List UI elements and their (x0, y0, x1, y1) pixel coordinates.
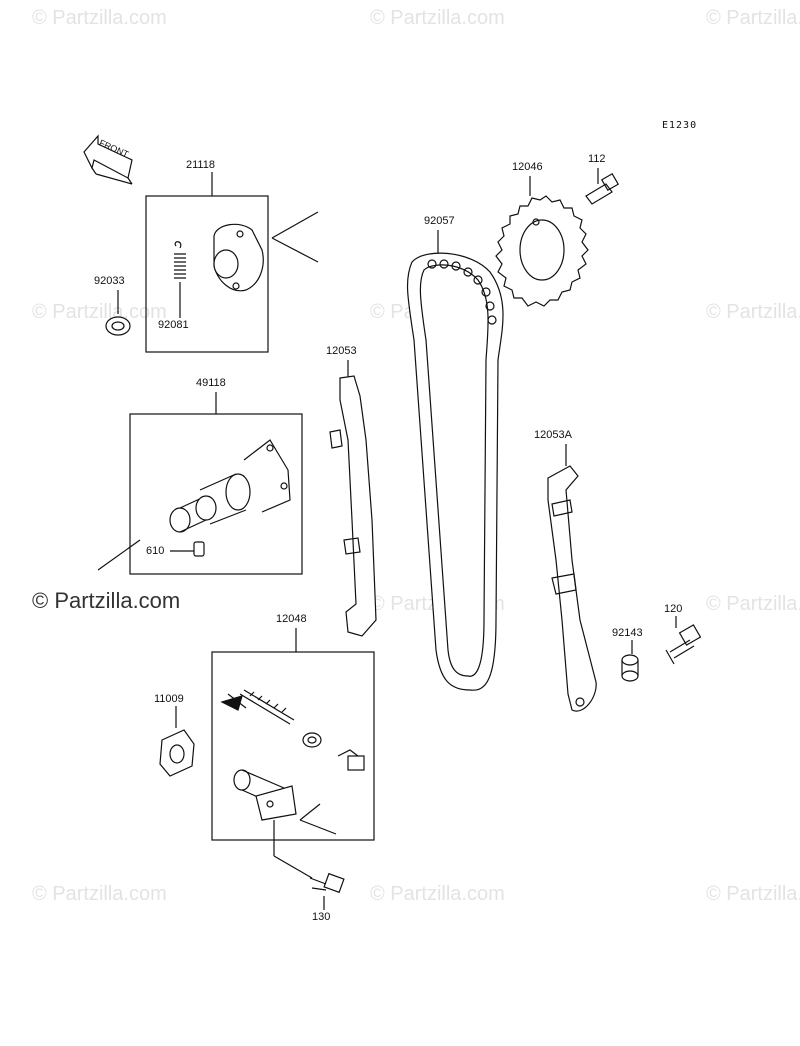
cap-bolt-icon (337, 749, 365, 771)
part-label[interactable]: 12048 (276, 613, 307, 625)
watermark: © Partzilla.com (706, 7, 800, 29)
spring-92081-icon (174, 241, 186, 294)
bolt-130-icon (309, 872, 345, 894)
part-label[interactable]: 12053 (326, 345, 357, 357)
bolt-120-icon (665, 624, 702, 665)
front-arrow-icon (83, 134, 133, 185)
part-label[interactable]: 11009 (154, 693, 184, 705)
part-label[interactable]: 12046 (512, 161, 543, 173)
sprocket-12046-icon (495, 195, 589, 307)
box-21118 (145, 195, 269, 353)
watermark: © Partzilla.com (32, 301, 167, 323)
watermark: © Partzilla.com (32, 7, 167, 29)
part-label[interactable]: 92143 (612, 627, 643, 639)
part-label[interactable]: 49118 (196, 377, 226, 389)
gasket-11009-icon (159, 729, 195, 777)
camshaft-icon (169, 439, 291, 533)
part-label[interactable]: 92033 (94, 275, 125, 287)
diagram-code: E1230 (662, 120, 698, 131)
watermark: © Partzilla.com (706, 883, 800, 905)
part-label[interactable]: 21118 (186, 159, 215, 171)
cam-chain-92057-icon (406, 252, 504, 691)
box-12048 (211, 651, 375, 841)
part-label[interactable]: 92081 (158, 319, 189, 331)
part-label[interactable]: 92057 (424, 215, 455, 227)
part-label[interactable]: 130 (312, 911, 331, 923)
watermark: © Partzilla.com (370, 7, 505, 29)
watermark: © Partzilla.com (32, 883, 167, 905)
watermark-strong: © Partzilla.com (32, 588, 181, 613)
bolt-112-icon (585, 172, 620, 205)
part-label[interactable]: 112 (588, 153, 606, 165)
washer-icon (302, 732, 322, 748)
part-label[interactable]: 120 (664, 603, 683, 615)
dowel-pin-610-icon (193, 541, 205, 557)
circlip-92033-icon (105, 316, 131, 336)
watermark: © Partzilla.com (706, 593, 800, 615)
tensioner-spring-icon (239, 689, 295, 725)
chain-guide-12053-icon (329, 375, 377, 637)
chain-guide-12053A-icon (547, 465, 597, 712)
tensioner-body-icon (233, 769, 297, 821)
cam-holder-icon (213, 223, 264, 292)
watermark: © Partzilla.com (370, 883, 505, 905)
collar-92143-icon (621, 654, 639, 682)
watermark: © Partzilla.com (706, 301, 800, 323)
part-label[interactable]: 610 (146, 545, 165, 557)
part-label[interactable]: 12053A (534, 429, 572, 441)
